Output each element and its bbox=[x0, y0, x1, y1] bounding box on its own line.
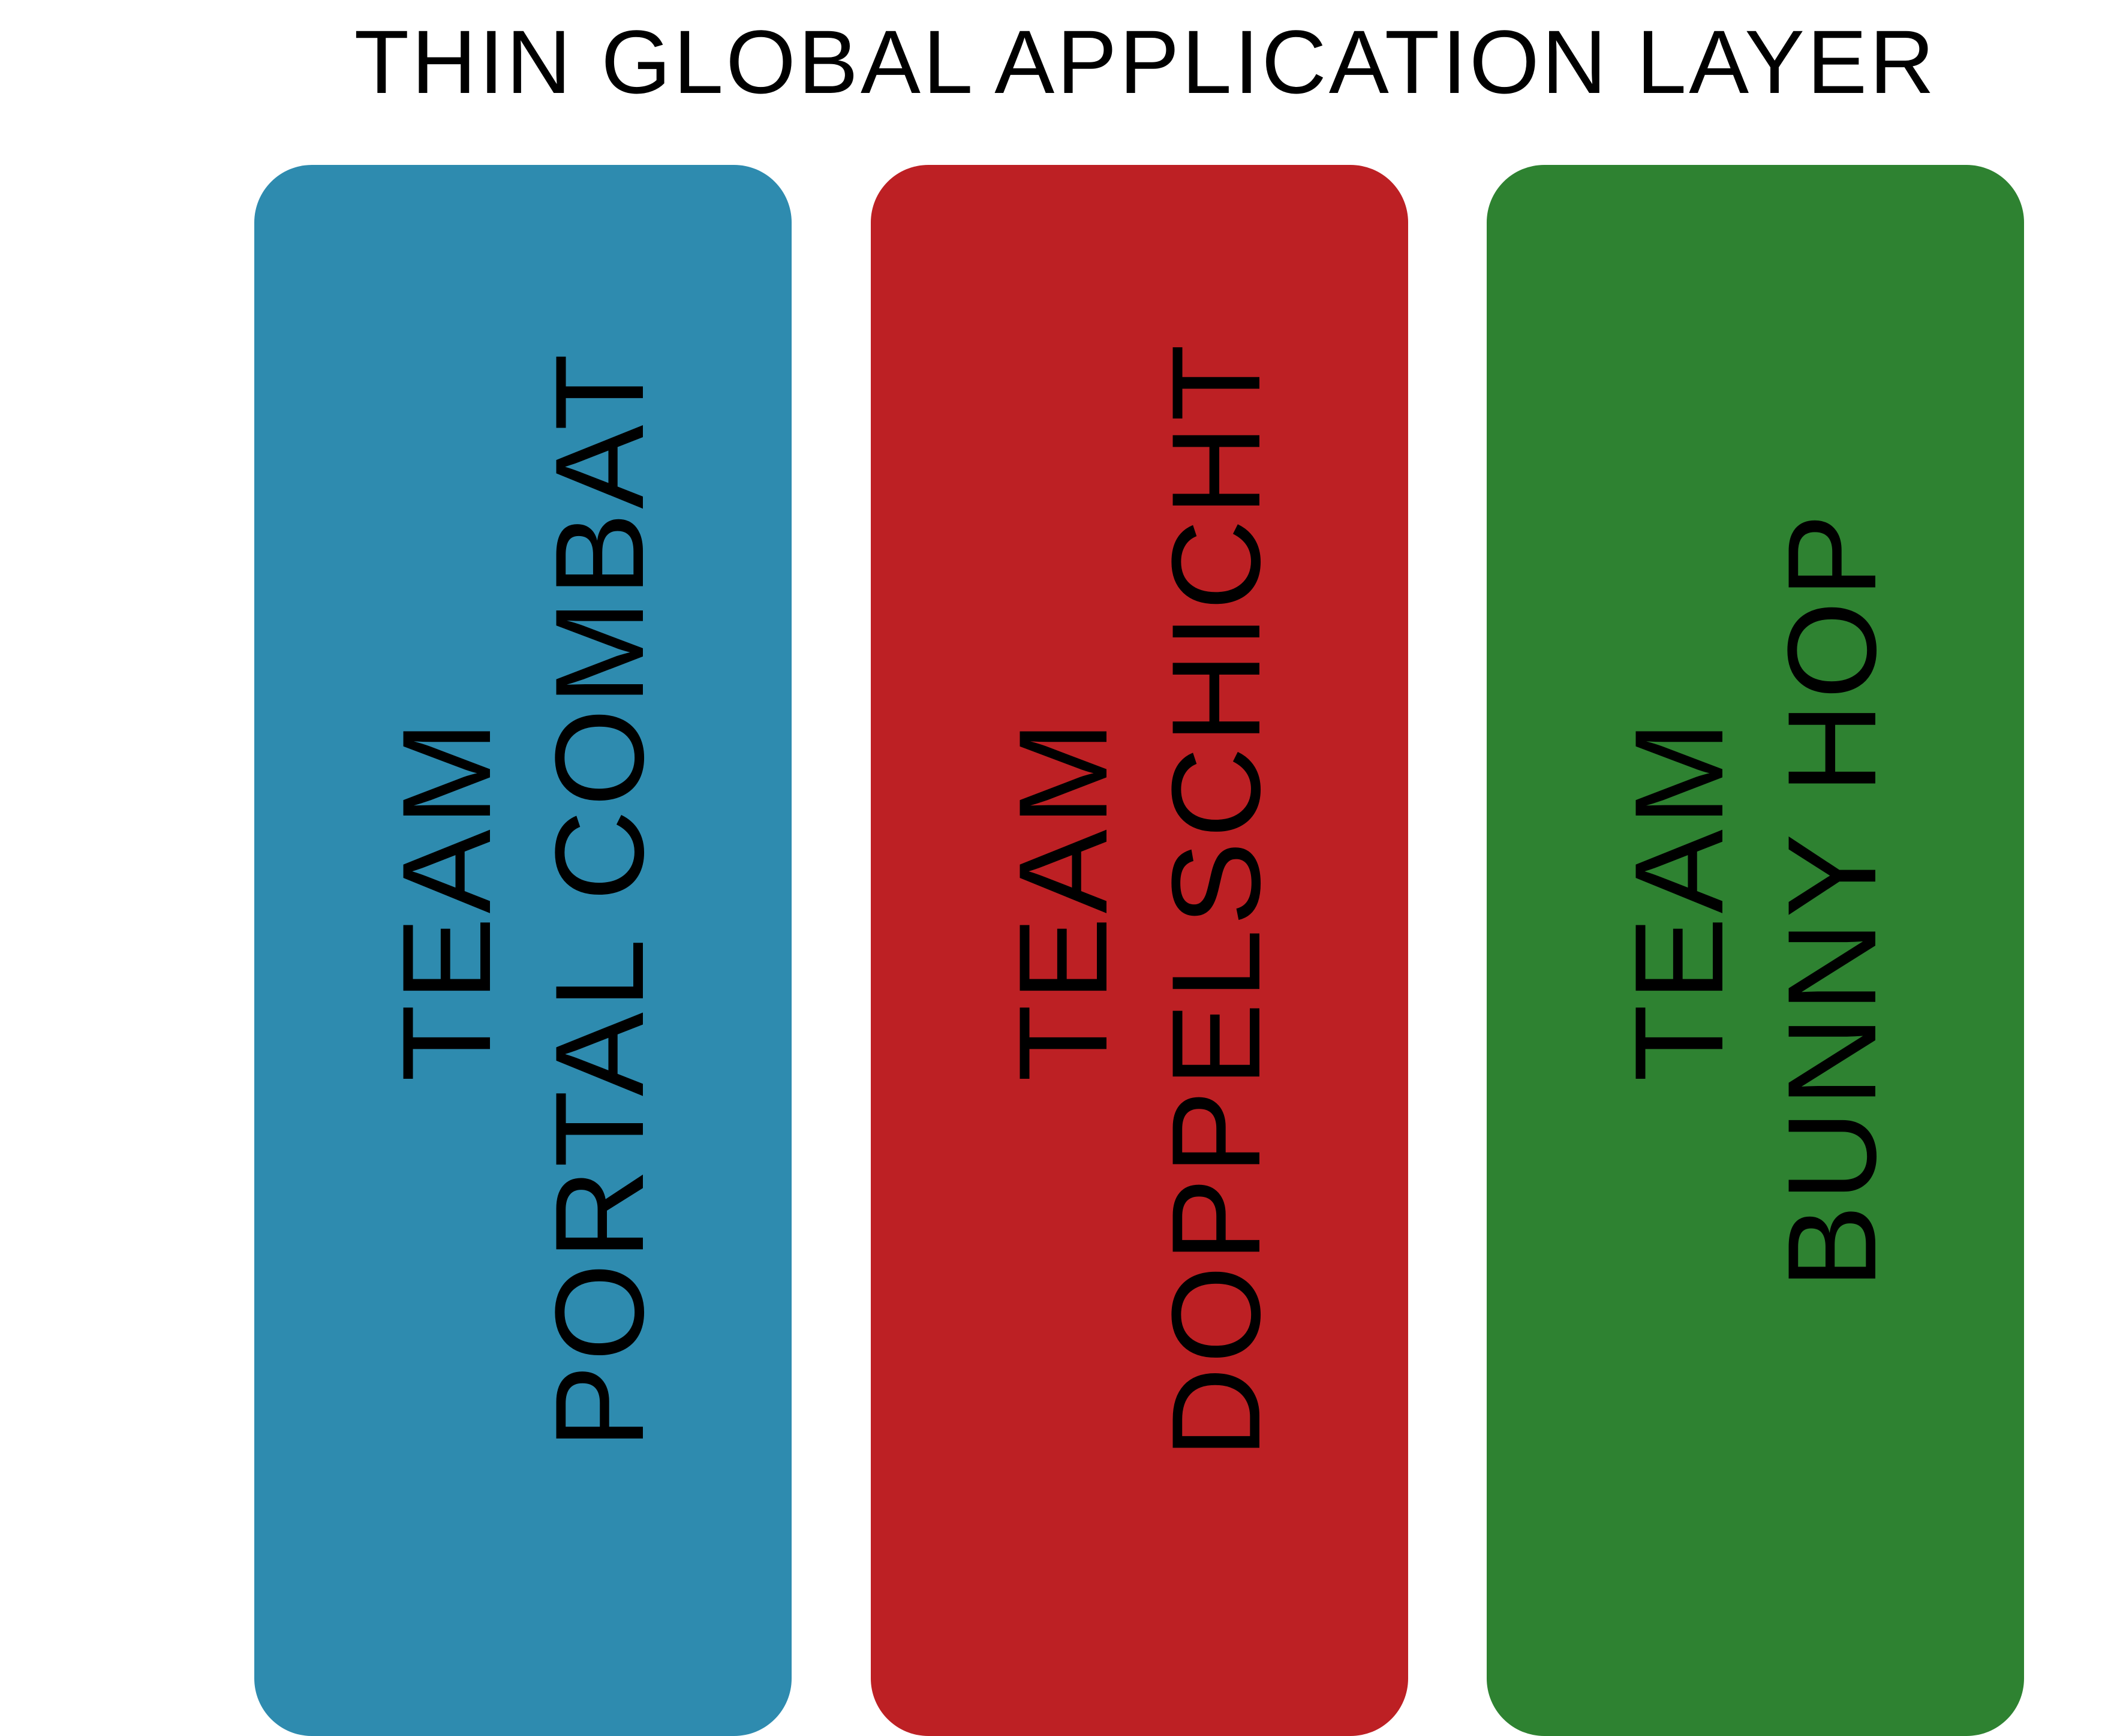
team-column-portal-combat: TEAM PORTAL COMBAT bbox=[254, 165, 792, 1736]
team-name: PORTAL COMBAT bbox=[529, 350, 670, 1449]
team-column-bunny-hop: TEAM BUNNY HOP bbox=[1487, 165, 2024, 1736]
diagram-title: THIN GLOBAL APPLICATION LAYER bbox=[354, 11, 1937, 112]
team-name: BUNNY HOP bbox=[1761, 510, 1902, 1289]
team-name: DOPPELSCHICHT bbox=[1145, 341, 1286, 1458]
team-word: TEAM bbox=[1608, 717, 1749, 1082]
team-label: TEAM PORTAL COMBAT bbox=[370, 350, 676, 1449]
team-label: TEAM BUNNY HOP bbox=[1602, 510, 1908, 1289]
team-word: TEAM bbox=[993, 717, 1133, 1082]
team-column-doppelschicht: TEAM DOPPELSCHICHT bbox=[871, 165, 1408, 1736]
team-label: TEAM DOPPELSCHICHT bbox=[987, 341, 1292, 1458]
team-word: TEAM bbox=[376, 717, 517, 1082]
